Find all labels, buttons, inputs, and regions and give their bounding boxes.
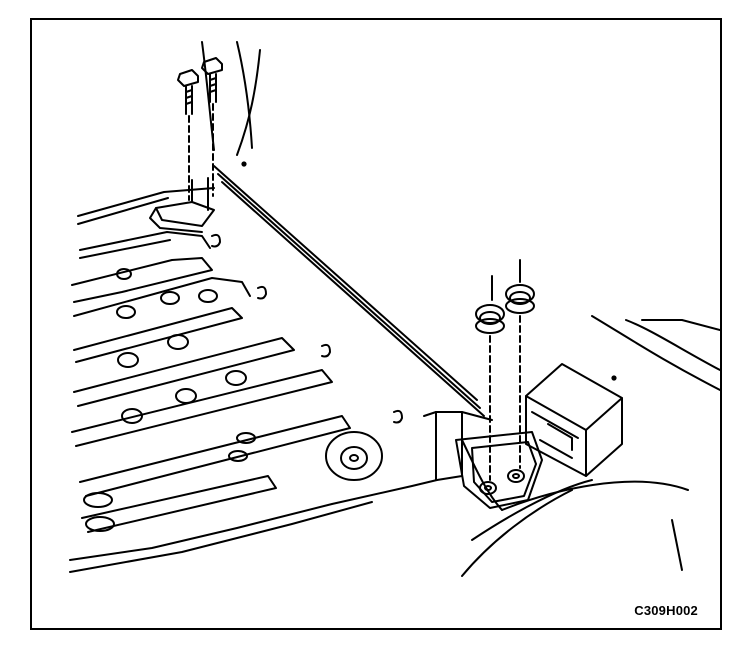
- reference-dots: [241, 161, 617, 381]
- left-bracket: [149, 177, 215, 233]
- floor-holes: [83, 268, 256, 532]
- technical-illustration: [69, 41, 720, 577]
- right-bracket: [455, 431, 543, 509]
- figure-frame: C309H002: [30, 18, 722, 630]
- right-body-panel: [423, 315, 720, 577]
- right-nut-2: [505, 259, 535, 469]
- drain-well: [325, 431, 383, 481]
- latch-block: [525, 363, 623, 477]
- left-bolt-2: [201, 57, 223, 197]
- cargo-floor-outline: [69, 165, 485, 573]
- right-nut-1: [475, 275, 505, 481]
- floor-ribs: [71, 231, 351, 533]
- figure-code-label: C309H002: [634, 603, 698, 618]
- tie-down-slots: [211, 233, 403, 424]
- left-bolt-1: [177, 69, 199, 201]
